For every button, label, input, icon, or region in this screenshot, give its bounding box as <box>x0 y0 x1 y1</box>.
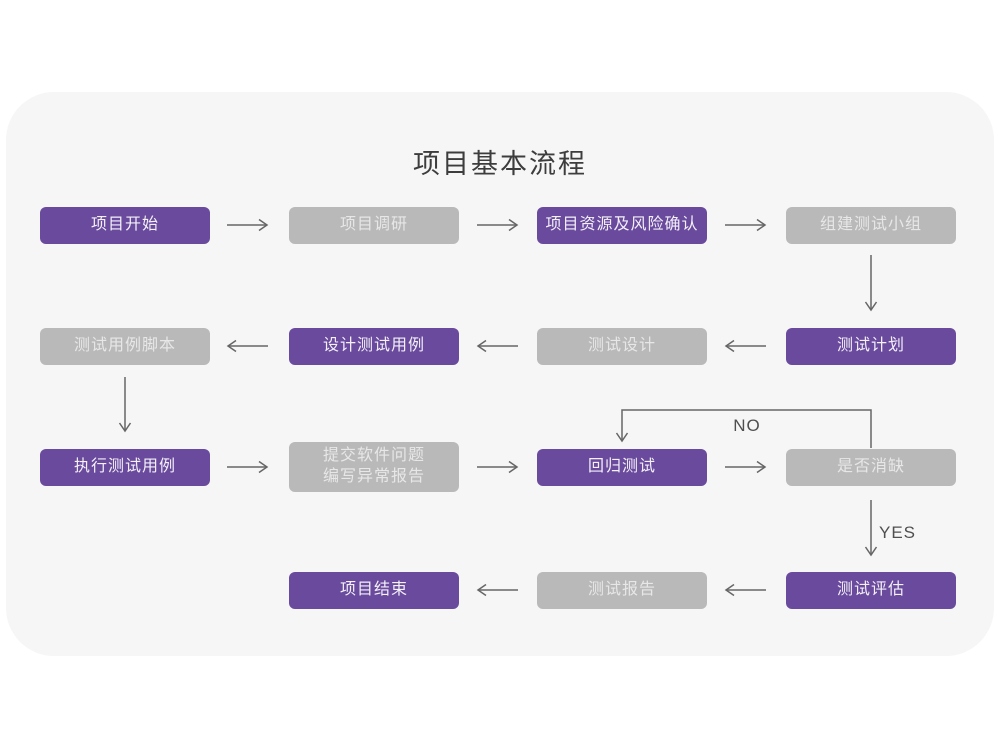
flow-node-test-evaluation: 测试评估 <box>786 572 956 609</box>
flow-node-project-start: 项目开始 <box>40 207 210 244</box>
flow-node-test-case-script: 测试用例脚本 <box>40 328 210 365</box>
page-title: 项目基本流程 <box>413 149 587 179</box>
flow-node-test-report: 测试报告 <box>537 572 707 609</box>
flow-node-design-test-case: 设计测试用例 <box>289 328 459 365</box>
flowchart-card <box>6 92 994 656</box>
flow-node-test-plan: 测试计划 <box>786 328 956 365</box>
flow-node-resource-risk: 项目资源及风险确认 <box>537 207 707 244</box>
flow-node-submit-issue-report: 提交软件问题 编写异常报告 <box>289 442 459 492</box>
branch-label-yes: YES <box>879 523 917 542</box>
flow-node-build-test-team: 组建测试小组 <box>786 207 956 244</box>
arrow-no-loop-defect-to-regression <box>615 409 872 448</box>
flow-node-test-design: 测试设计 <box>537 328 707 365</box>
flow-node-project-research: 项目调研 <box>289 207 459 244</box>
submit-issue-line1: 提交软件问题 <box>322 447 425 465</box>
flow-node-execute-test-case: 执行测试用例 <box>40 449 210 486</box>
flow-node-project-end: 项目结束 <box>289 572 459 609</box>
branch-label-no: NO <box>733 416 761 435</box>
submit-issue-line2: 编写异常报告 <box>322 468 425 485</box>
flow-node-defect-cleared: 是否消缺 <box>786 449 956 486</box>
flow-node-regression-test: 回归测试 <box>537 449 707 486</box>
